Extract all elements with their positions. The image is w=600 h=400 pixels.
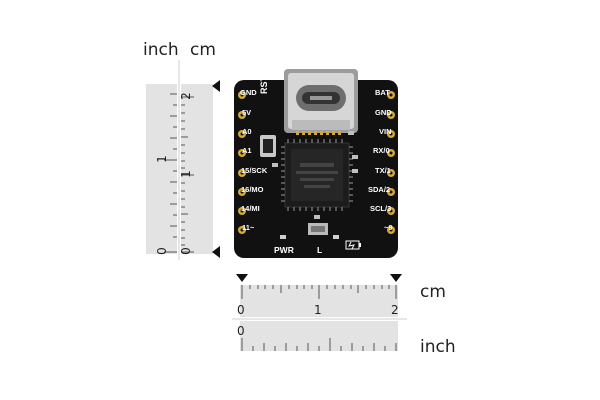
inch-ticks — [241, 338, 397, 351]
capacitor-5 — [314, 215, 320, 219]
right-pad-holes — [389, 93, 393, 232]
pin-label-right-7: ~9 — [384, 223, 393, 232]
horizontal-ruler-graphic — [232, 274, 407, 351]
inch-unit-label: inch — [143, 40, 179, 60]
inch-tick-1: 1 — [154, 155, 169, 163]
pin-label-right-2: VIN — [379, 127, 392, 136]
pin-label-right-0: BAT — [375, 88, 390, 97]
cm-ticks — [181, 96, 194, 253]
pin-label-right-5: SDA/2 — [368, 185, 391, 194]
cm-ticks — [241, 285, 397, 299]
pin-label-right-4: TX/1 — [375, 166, 391, 175]
h-cm-tick-0: 0 — [237, 303, 245, 317]
inch-ticks — [164, 93, 177, 253]
pin-label-left-2: A0 — [242, 127, 252, 136]
top-marker-icon — [212, 80, 220, 92]
h-cm-unit-label: cm — [420, 282, 446, 302]
pin-label-left-7: 11~ — [242, 223, 255, 232]
vertical-ruler-graphic — [146, 60, 220, 260]
cm-tick-1: 1 — [178, 170, 193, 178]
l-label: L — [317, 245, 323, 255]
reset-button — [260, 135, 276, 157]
h-cm-tick-1: 1 — [314, 303, 322, 317]
inch-scale-bar — [146, 84, 177, 254]
pwr-led — [280, 235, 286, 239]
crystal-oscillator — [308, 223, 328, 235]
pin-label-left-3: A1 — [242, 146, 252, 155]
cm-tick-0: 0 — [178, 247, 193, 255]
pin-label-right-6: SCL/3 — [370, 204, 392, 213]
bottom-marker-icon — [212, 246, 220, 258]
battery-icon — [345, 240, 361, 250]
capacitor-3 — [352, 169, 358, 173]
cm-scale-bar — [181, 84, 213, 254]
pin-label-left-5: 16/MO — [241, 185, 264, 194]
microcontroller-chip — [281, 139, 353, 211]
h-cm-tick-2: 2 — [391, 303, 399, 317]
capacitor-2 — [352, 155, 358, 159]
pin-label-left-1: 5V — [242, 108, 252, 117]
cm-tick-2: 2 — [178, 92, 193, 100]
pin-label-right-3: RX/0 — [373, 146, 390, 155]
capacitor-4 — [272, 163, 278, 167]
pin-label-left-4: 15/SCK — [241, 166, 268, 175]
rst-label: RST — [259, 76, 269, 94]
inch-tick-0: 0 — [154, 247, 169, 255]
cm-unit-label: cm — [190, 40, 216, 60]
left-marker-icon — [236, 274, 248, 282]
right-marker-icon — [390, 274, 402, 282]
pin-label-left-6: 14/MI — [241, 204, 260, 213]
usb-c-connector — [284, 69, 358, 135]
left-pad-holes — [240, 93, 244, 232]
pwr-label: PWR — [274, 245, 294, 255]
pin-label-left-0: GND — [240, 88, 257, 97]
l-led — [333, 235, 339, 239]
h-inch-tick-0: 0 — [237, 324, 245, 338]
pin-label-right-1: GND — [375, 108, 392, 117]
board-graphic — [234, 69, 398, 258]
capacitor-1 — [348, 131, 354, 135]
h-inch-unit-label: inch — [420, 337, 456, 357]
